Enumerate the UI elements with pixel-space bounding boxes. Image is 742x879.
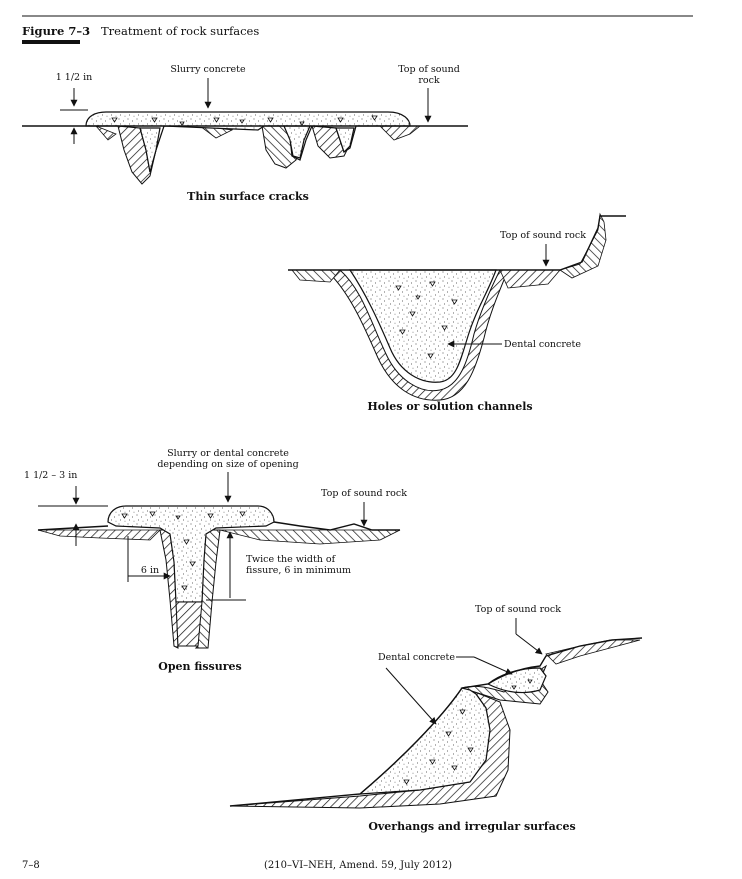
- label-top-of-sound-rock-1a: Top of sound: [398, 64, 460, 75]
- label-slurry-concrete: Slurry concrete: [170, 64, 246, 75]
- label-dental-concrete-4: Dental concrete: [378, 652, 455, 663]
- caption-open-fissures: Open fissures: [158, 660, 241, 673]
- label-dental-concrete-2: Dental concrete: [504, 339, 581, 350]
- label-top-of-sound-rock-3: Top of sound rock: [321, 488, 407, 499]
- label-slurry-or-dental-2: depending on size of opening: [157, 459, 298, 470]
- figure-number-underline: [22, 40, 80, 44]
- label-twice-width-1: Twice the width of: [246, 554, 337, 565]
- figure-number: Figure 7–3: [22, 24, 90, 38]
- label-slurry-or-dental-1: Slurry or dental concrete: [167, 448, 289, 459]
- label-dimension-1-5-3-in: 1 1/2 – 3 in: [24, 470, 77, 481]
- label-top-of-sound-rock-4: Top of sound rock: [475, 604, 561, 615]
- panel-open-fissures: Slurry or dental concrete depending on s…: [24, 448, 407, 673]
- label-twice-width-2: fissure, 6 in minimum: [246, 565, 351, 576]
- caption-thin-surface-cracks: Thin surface cracks: [187, 190, 309, 203]
- figure-title: Treatment of rock surfaces: [101, 24, 259, 38]
- panel-thin-surface-cracks: Slurry concrete Top of sound rock 1 1/2 …: [22, 64, 468, 203]
- caption-overhangs-irregular: Overhangs and irregular surfaces: [368, 820, 575, 833]
- panel-overhangs-irregular: Top of sound rock Dental concrete Overha…: [229, 604, 643, 833]
- label-6-in: 6 in: [141, 565, 159, 576]
- caption-holes-solution-channels: Holes or solution channels: [367, 400, 532, 413]
- label-top-of-sound-rock-2: Top of sound rock: [500, 230, 586, 241]
- label-top-of-sound-rock-1b: rock: [418, 75, 440, 86]
- page-number: 7–8: [22, 860, 40, 871]
- panel-holes-solution-channels: Top of sound rock Dental concrete Holes …: [288, 212, 626, 413]
- label-dimension-1-5-in: 1 1/2 in: [56, 72, 93, 83]
- source-reference: (210–VI–NEH, Amend. 59, July 2012): [264, 860, 452, 871]
